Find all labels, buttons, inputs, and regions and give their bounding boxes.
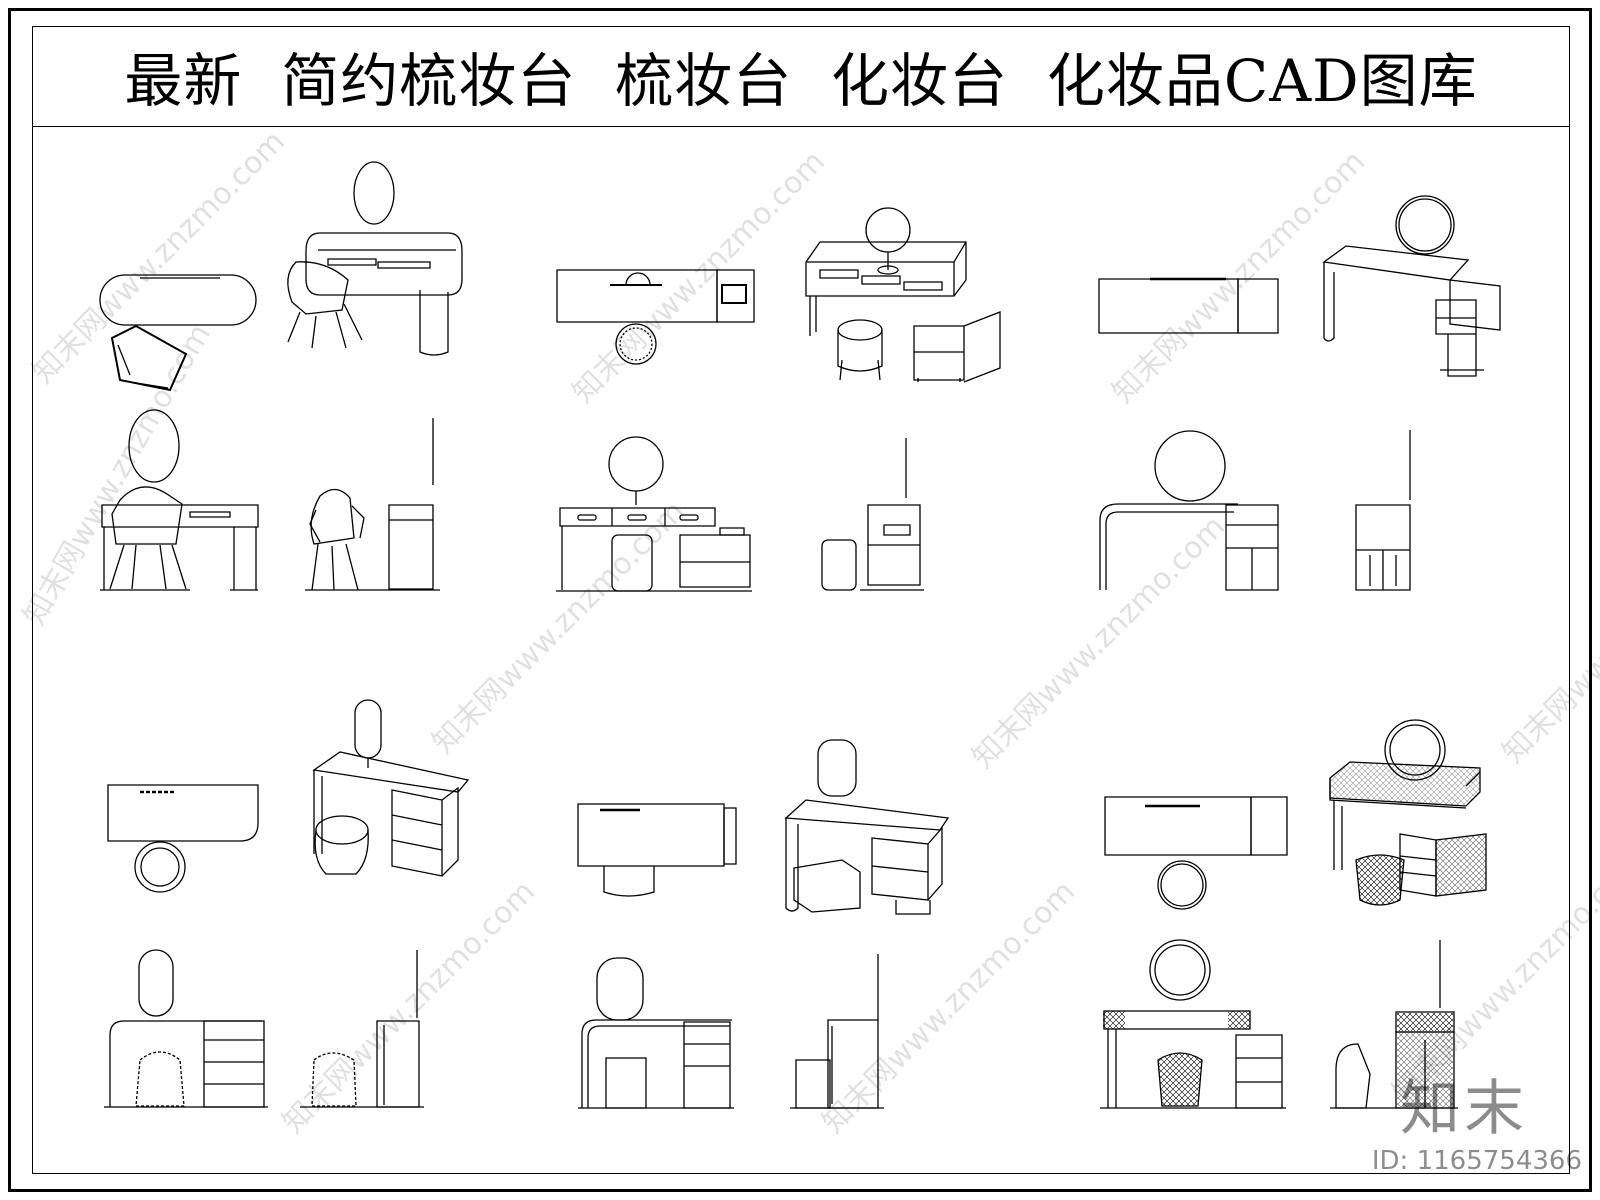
- hatch-2: [1228, 1011, 1250, 1029]
- group-3-perspective: [1324, 196, 1500, 376]
- title-bar: 最新 简约梳妆台 梳妆台 化妆台 化妆品CAD图库: [32, 26, 1570, 127]
- group-1-perspective: [288, 162, 462, 355]
- group-2: [556, 208, 1000, 591]
- hatch-5: [1158, 1053, 1202, 1106]
- group-5-side-elevation: [790, 954, 884, 1108]
- group-1-front-elevation: [100, 410, 258, 590]
- group-3-plan: [1099, 279, 1278, 333]
- group-2-side-elevation: [822, 438, 924, 590]
- group-2-plan: [557, 270, 754, 364]
- watermark-logo: 知末: [1400, 1074, 1528, 1144]
- group-6-side-elevation: [1330, 940, 1458, 1108]
- group-3-front-elevation: [1100, 431, 1278, 590]
- hatch-3: [1397, 1013, 1453, 1031]
- hatch-7: [1436, 834, 1486, 896]
- group-4-plan: [108, 785, 258, 892]
- hatch-1: [1103, 1011, 1125, 1029]
- drawing-sheet-border: [8, 8, 1592, 1192]
- group-1: [100, 162, 462, 590]
- group-5-front-elevation: [578, 958, 734, 1108]
- group-4-front-elevation: [104, 950, 268, 1107]
- hatch-6: [1356, 855, 1404, 905]
- group-4-perspective: [314, 700, 468, 876]
- group-4: [104, 700, 468, 1107]
- page-title: 最新 简约梳妆台 梳妆台 化妆台 化妆品CAD图库: [124, 47, 1478, 115]
- hatch-4: [1397, 1033, 1453, 1107]
- group-1-plan: [100, 275, 256, 390]
- group-5-plan: [578, 804, 736, 896]
- group-5: [578, 740, 948, 1108]
- hatch-8: [1330, 762, 1480, 806]
- group-6-front-elevation: [1100, 940, 1286, 1108]
- group-2-front-elevation: [556, 437, 752, 591]
- group-4-side-elevation: [300, 950, 424, 1107]
- group-6-plan: [1105, 797, 1287, 909]
- drawing-frame: [32, 26, 1570, 1174]
- group-1-side-elevation: [305, 418, 440, 590]
- group-3: [1099, 196, 1500, 590]
- image-id-label: ID: 1165754366: [1371, 1146, 1582, 1176]
- group-6: [1100, 720, 1486, 1108]
- group-3-side-elevation: [1356, 430, 1410, 590]
- group-2-perspective: [806, 208, 1000, 382]
- group-5-perspective: [786, 740, 948, 914]
